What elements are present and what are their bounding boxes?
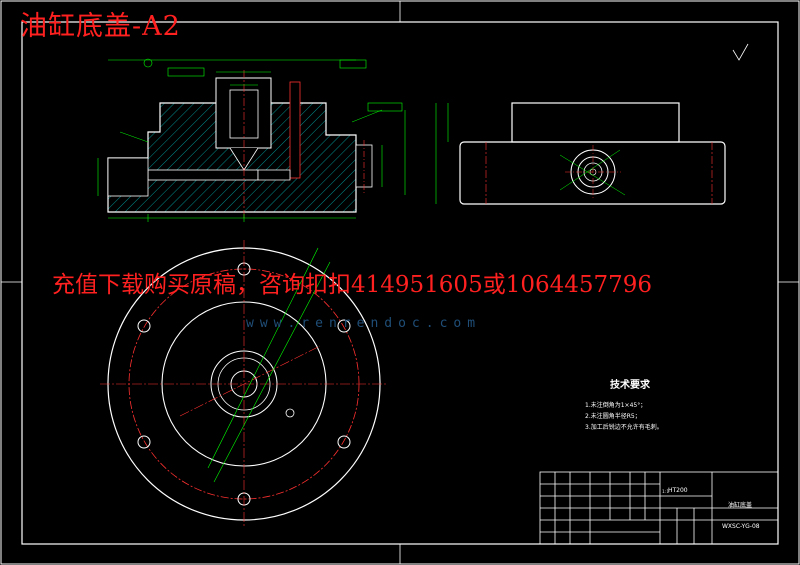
roughness-symbol [732, 43, 749, 61]
title-block-drawing-number: WXSC-YG-08 [722, 523, 760, 530]
tech-note-3: 3.加工后锐边不允许有毛刺。 [585, 424, 663, 431]
drawing-title-overlay: 油缸底盖-A2 [20, 11, 181, 42]
plan-view [100, 240, 388, 528]
side-view [435, 102, 726, 205]
title-block-material: HT200 [668, 487, 688, 494]
tech-note-2: 2.未注圆角半径R5； [585, 413, 641, 420]
title-block-part-name: 油缸底盖 [728, 502, 753, 509]
watermark-url: www.renrendoc.com [246, 316, 482, 331]
title-block [539, 471, 779, 545]
purchase-banner: 充值下载购买原稿，咨询扣扣414951605或1064457796 [52, 272, 653, 298]
tech-requirements-title: 技术要求 [610, 380, 650, 391]
title-block-scale: 1:1 [662, 490, 670, 495]
tech-note-1: 1.未注倒角为1×45°； [585, 402, 647, 409]
front-section-view [97, 58, 406, 222]
